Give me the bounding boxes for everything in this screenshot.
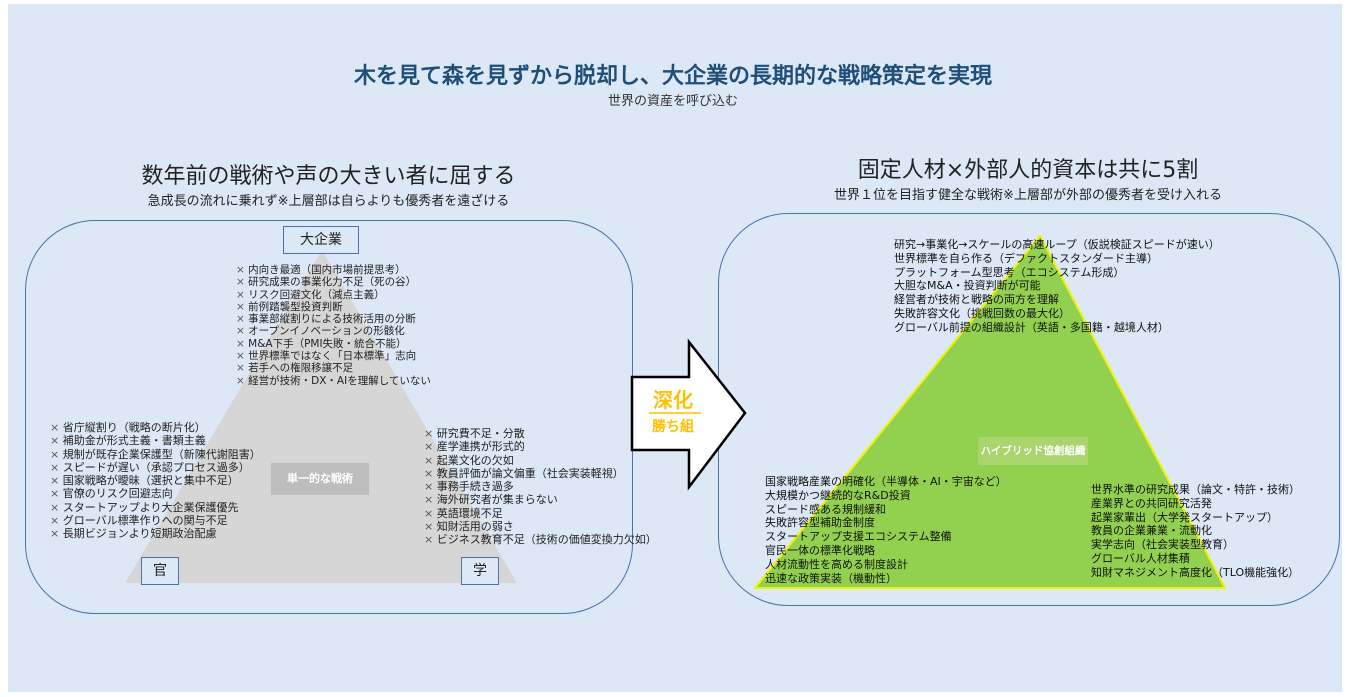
list-item: プラットフォーム型思考（エコシステム形成） xyxy=(894,265,1125,279)
page-subtitle: 世界の資産を呼び込む xyxy=(607,94,738,109)
list-item: 海外研究者が集まらない xyxy=(424,493,657,506)
list-item: 官僚のリスク回避志向 xyxy=(50,487,261,500)
list-item: 知財活用の弱さ xyxy=(424,520,657,533)
list-item: 国家戦略が曖昧（選択と集中不足） xyxy=(50,474,261,487)
list-item: グローバル人材集積 xyxy=(1091,551,1190,565)
label-academia: 学 xyxy=(461,557,499,585)
corporate-points-list: 研究→事業化→スケールの高速ループ（仮説検証スピードが速い）世界標準を自ら作る（… xyxy=(894,238,1220,335)
list-item: 起業家輩出（大学発スタートアップ） xyxy=(1091,510,1278,524)
left-subheading: 急成長の流れに乗れず※上層部は自らよりも優秀者を遠ざける xyxy=(147,194,510,209)
list-item: スタートアップより大企業保護優先 xyxy=(50,501,261,514)
list-item: 失敗許容文化（挑戦回数の最大化） xyxy=(894,306,1070,320)
right-subheading: 世界１位を目指す健全な戦術※上層部が外部の優秀者を受け入れる xyxy=(834,188,1222,203)
left-heading: 数年前の戦術や声の大きい者に屈する xyxy=(141,164,516,189)
list-item: 人材流動性を高める制度設計 xyxy=(765,557,908,571)
list-item: 研究→事業化→スケールの高速ループ（仮説検証スピードが速い） xyxy=(894,238,1220,251)
arrow-label-main: 深化 xyxy=(653,388,693,412)
list-item: 教員評価が論文偏重（社会実装軽視） xyxy=(424,467,657,480)
list-item: 迅速な政策実装（機動性） xyxy=(765,571,897,585)
list-item: 産学連携が形式的 xyxy=(424,440,657,453)
list-item: 大規模かつ継続的なR&D投資 xyxy=(765,488,911,502)
list-item: グローバル前提の組織設計（英語・多国籍・越境人材） xyxy=(894,320,1169,334)
list-item: 補助金が形式主義・書類主義 xyxy=(50,434,261,447)
list-item: 研究成果の事業化力不足（死の谷） xyxy=(236,276,431,288)
right-heading: 固定人材×外部人的資本は共に5割 xyxy=(857,158,1199,183)
label-government: 官 xyxy=(141,557,179,585)
list-item: 英語環境不足 xyxy=(424,507,657,520)
government-points-list: 国家戦略産業の明確化（半導体・AI・宇宙など）大規模かつ継続的なR&D投資スピー… xyxy=(765,475,1007,585)
label-hybrid-organization: ハイブリッド協創組織 xyxy=(978,437,1088,465)
list-item: リスク回避文化（減点主義） xyxy=(236,289,431,301)
list-item: 内向き最適（国内市場前提思考） xyxy=(236,264,431,276)
page-title: 木を見て森を見ずから脱却し、大企業の長期的な戦略策定を実現 xyxy=(353,64,992,89)
list-item: スタートアップ支援エコシステム整備 xyxy=(765,530,952,544)
list-item: 国家戦略産業の明確化（半導体・AI・宇宙など） xyxy=(765,475,1007,488)
list-item: 教員の企業兼業・流動化 xyxy=(1091,524,1212,538)
academia-issues-list: 研究費不足・分散産学連携が形式的起業文化の欠如教員評価が論文偏重（社会実装軽視）… xyxy=(424,427,657,547)
list-item: 長期ビジョンより短期政治配慮 xyxy=(50,527,261,540)
list-item: 実学志向（社会実装型教育） xyxy=(1091,538,1234,552)
list-item: スピード感ある規制緩和 xyxy=(765,502,886,516)
list-item: 産業界との共同研究活発 xyxy=(1091,496,1212,510)
list-item: 経営者が技術と戦略の両方を理解 xyxy=(894,293,1059,307)
list-item: 事務手続き過多 xyxy=(424,480,657,493)
list-item: オープンイノベーションの形骸化 xyxy=(236,325,431,337)
list-item: 大胆なM&A・投資判断が可能 xyxy=(894,279,1041,293)
label-single-tactic: 単一的な戦術 xyxy=(271,463,369,495)
list-item: 失敗許容型補助金制度 xyxy=(765,516,875,530)
government-issues-list: 省庁縦割り（戦略の断片化）補助金が形式主義・書類主義規制が既存企業保護型（新陳代… xyxy=(50,421,261,541)
list-item: 起業文化の欠如 xyxy=(424,454,657,467)
list-item: 前例踏襲型投資判断 xyxy=(236,301,431,313)
corporate-issues-list: 内向き最適（国内市場前提思考）研究成果の事業化力不足（死の谷）リスク回避文化（減… xyxy=(236,264,431,387)
list-item: グローバル標準作りへの関与不足 xyxy=(50,514,261,527)
list-item: 知財マネジメント高度化（TLO機能強化） xyxy=(1091,565,1300,579)
label-large-enterprise: 大企業 xyxy=(283,226,359,254)
list-item: 経営が技術・DX・AIを理解していない xyxy=(236,375,431,387)
list-item: 省庁縦割り（戦略の断片化） xyxy=(50,421,261,434)
list-item: 世界水準の研究成果（論文・特許・技術） xyxy=(1091,483,1300,496)
list-item: 世界標準を自ら作る（デファクトスタンダード主導） xyxy=(894,251,1158,265)
list-item: 研究費不足・分散 xyxy=(424,427,657,440)
green-triangle xyxy=(752,234,1227,589)
list-item: 事業部縦割りによる技術活用の分断 xyxy=(236,313,431,325)
list-item: ビジネス教育不足（技術の価値変換力欠如） xyxy=(424,533,657,546)
list-item: 官民一体の標準化戦略 xyxy=(765,543,875,557)
arrow-label-sub: 勝ち組 xyxy=(652,419,694,435)
list-item: スピードが遅い（承認プロセス過多） xyxy=(50,461,261,474)
list-item: 規制が既存企業保護型（新陳代謝阻害） xyxy=(50,448,261,461)
list-item: M&A下手（PMI失敗・統合不能） xyxy=(236,338,431,350)
list-item: 若手への権限移譲不足 xyxy=(236,362,431,374)
academia-points-list: 世界水準の研究成果（論文・特許・技術）産業界との共同研究活発起業家輩出（大学発ス… xyxy=(1091,483,1300,580)
list-item: 世界標準ではなく「日本標準」志向 xyxy=(236,350,431,362)
